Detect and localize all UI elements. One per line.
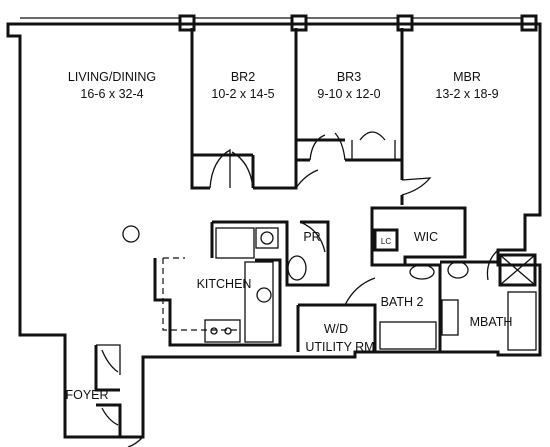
mbath-walls — [440, 249, 537, 351]
window-mullions — [20, 14, 538, 32]
br2-label: BR2 — [231, 70, 255, 84]
living-dining-dims: 16-6 x 32-4 — [80, 87, 143, 101]
br3-label: BR3 — [337, 70, 361, 84]
foyer-walls — [94, 344, 144, 447]
utility-room-walls — [296, 277, 377, 352]
pr-label: PR — [303, 230, 320, 244]
door-swings — [209, 132, 432, 196]
utility-room-label: UTILITY RM — [305, 340, 374, 354]
kitchen-pr-walls — [210, 220, 330, 287]
wic-block — [370, 206, 467, 267]
column — [122, 225, 140, 243]
bath2-label: BATH 2 — [381, 295, 424, 309]
foyer-label: FOYER — [65, 388, 108, 402]
mbr-dims: 13-2 x 18-9 — [435, 87, 498, 101]
mbath-label: MBATH — [470, 315, 513, 329]
mbr-label: MBR — [453, 70, 481, 84]
exterior-wall — [6, 22, 542, 439]
living-dining-label: LIVING/DINING — [68, 70, 156, 84]
br3-dims: 9-10 x 12-0 — [317, 87, 380, 101]
wd-label: W/D — [324, 322, 348, 336]
wic-label: WIC — [414, 230, 438, 244]
lc-label: LC — [381, 237, 391, 246]
bath2-walls — [375, 263, 459, 352]
br2-dims: 10-2 x 14-5 — [211, 87, 274, 101]
kitchen-label: KITCHEN — [197, 277, 252, 291]
kitchen-counters — [153, 257, 282, 347]
closets — [192, 131, 396, 188]
bedroom-walls — [190, 28, 404, 205]
